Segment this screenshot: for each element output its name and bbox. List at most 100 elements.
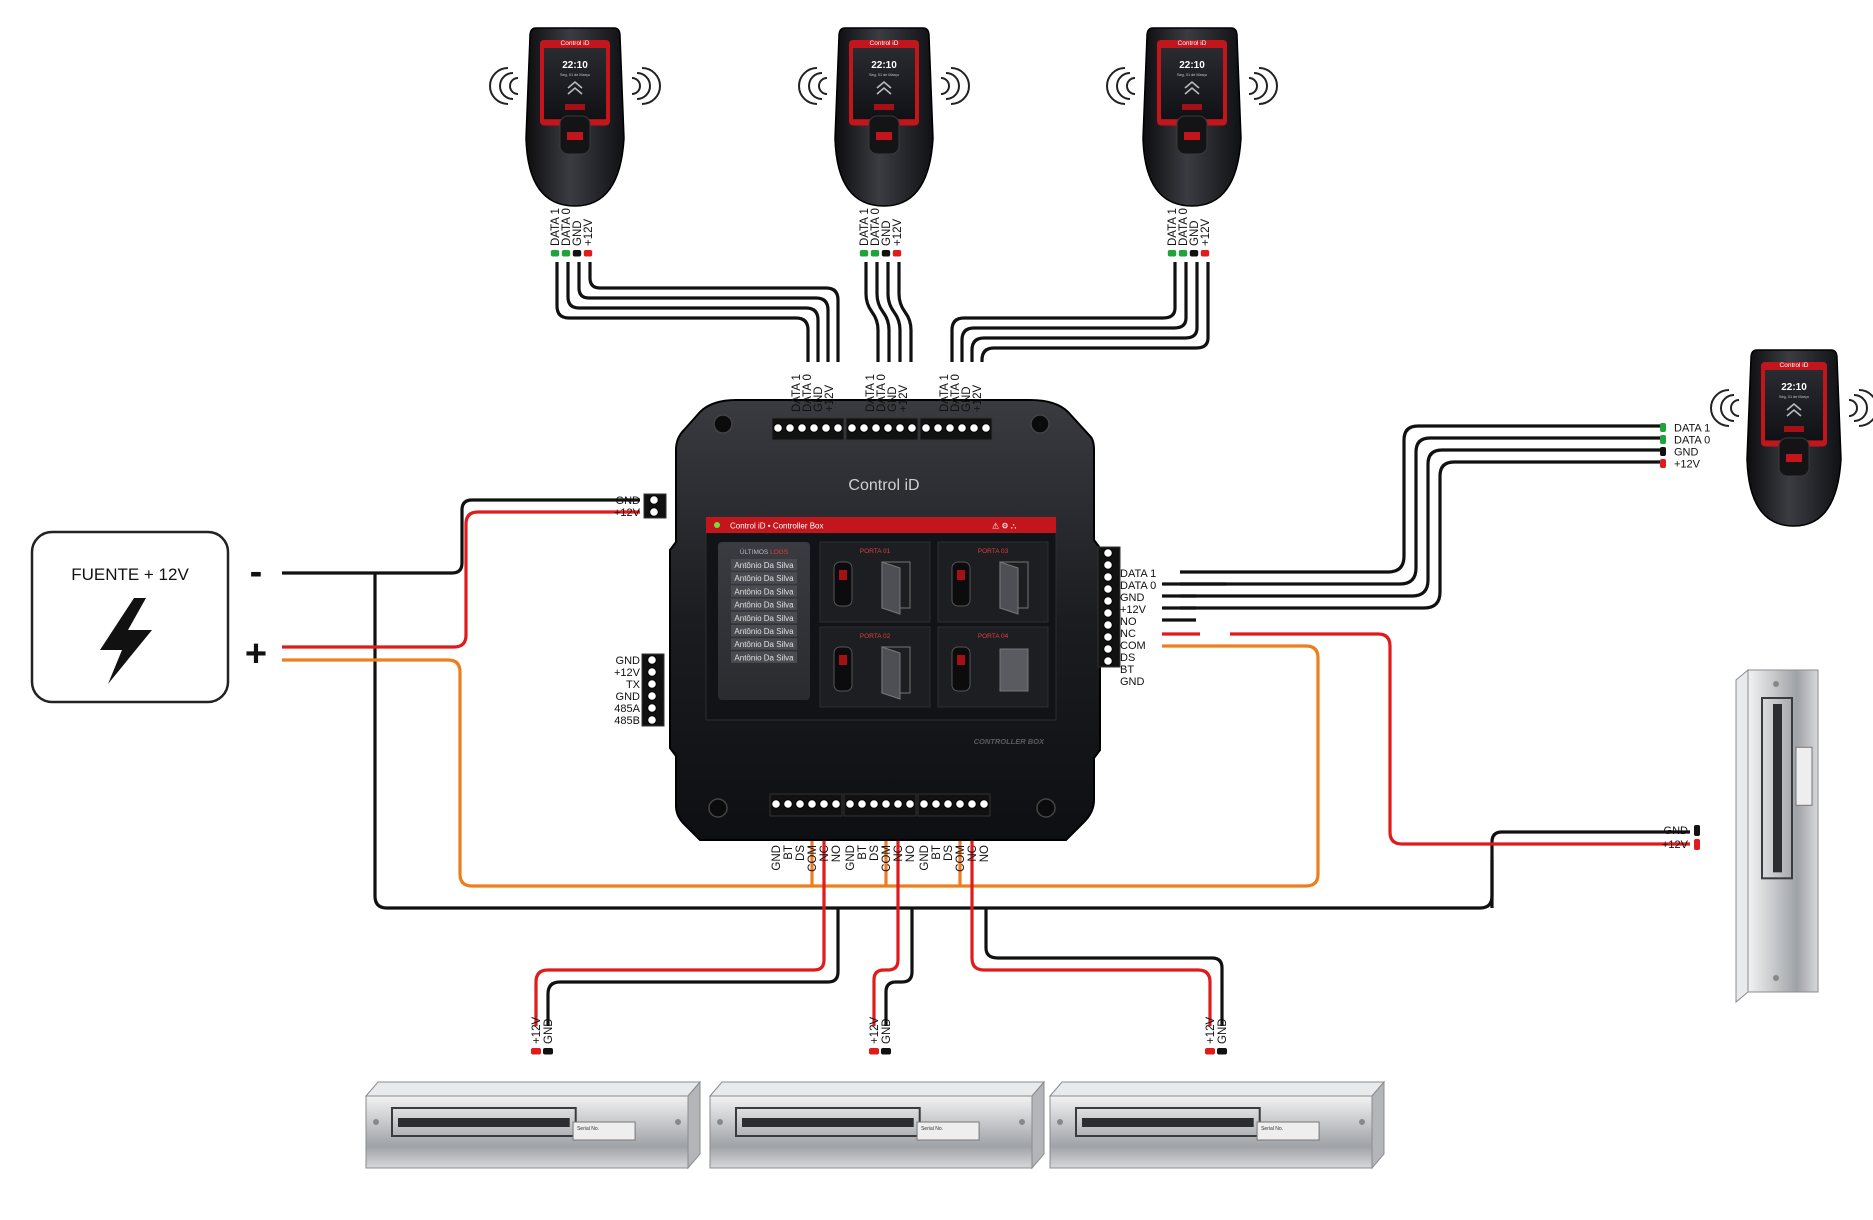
reader-chevron-icon	[567, 80, 583, 95]
bottom-terminal-label: DS	[943, 845, 955, 861]
wire-reader4-12v	[1180, 460, 1662, 610]
wire-nc2-red	[872, 840, 900, 1026]
terminal-screw	[871, 423, 881, 433]
bottom-terminal-label: NO	[979, 845, 991, 862]
terminal-screw	[831, 799, 841, 809]
logs-title: ÚLTIMOS LOGS	[740, 547, 789, 556]
wifi-signal-icon	[950, 67, 970, 105]
power-terminal-label: +12V	[614, 507, 641, 519]
top-terminal-label: +12V	[824, 384, 836, 412]
wire-color-tag	[1189, 250, 1199, 257]
lock-screw	[717, 1119, 723, 1125]
wire-color-tag	[561, 250, 571, 257]
terminal-screw	[981, 423, 991, 433]
terminal-screw	[795, 799, 805, 809]
terminal-screw	[931, 799, 941, 809]
wifi-signal-icon	[1116, 72, 1131, 100]
log-entry-bg	[731, 598, 797, 611]
terminal-screw	[647, 667, 657, 677]
reader-wire-label: DATA 0	[1674, 435, 1710, 447]
terminal-screw	[1103, 548, 1113, 558]
wire-reader1-12v	[588, 262, 840, 362]
reader-brand: Control iD	[1780, 362, 1809, 369]
terminal-screw	[833, 423, 843, 433]
terminal-screw	[905, 799, 915, 809]
bottom-terminal-label: BT	[931, 845, 943, 860]
lock-screw	[675, 1119, 681, 1125]
reader-wire-label: DATA 0	[870, 208, 882, 246]
wire-reader3-12v	[980, 262, 1210, 362]
screen-header-icons: ⚠ ⚙ ⛬	[992, 522, 1017, 531]
reader-wire-label: +12V	[892, 218, 904, 246]
magnetic-lock: Serial No.	[1048, 1080, 1386, 1170]
reader-button	[1182, 104, 1202, 110]
lock-plate	[1795, 746, 1813, 806]
controller-brand: Control iD	[848, 477, 919, 494]
terminal-screw	[943, 799, 953, 809]
wire-ground-bus	[373, 573, 1690, 910]
terminal-block	[917, 793, 991, 817]
reader-brand: Control iD	[561, 40, 590, 47]
wifi-signal-icon	[940, 77, 950, 95]
wire-reader1-gnd	[577, 262, 830, 362]
log-entry-bg	[731, 611, 797, 624]
top-terminal-label: DATA 0	[876, 374, 888, 412]
terminal-screw	[773, 423, 783, 433]
terminal-block	[769, 793, 843, 817]
terminal-screw	[649, 507, 659, 517]
wire-color-tag	[870, 250, 880, 257]
terminal-screw	[649, 495, 659, 505]
lock-screw	[373, 1119, 379, 1125]
top-terminal-label: DATA 0	[802, 374, 814, 412]
wire-reader3-data1	[950, 262, 1177, 362]
wire-reader4-data0	[1180, 436, 1662, 586]
wire-reader2-12v	[897, 262, 913, 362]
status-led	[714, 522, 720, 528]
terminal-screw	[969, 423, 979, 433]
reader-wire-label: +12V	[1200, 218, 1212, 246]
terminal-screw	[819, 799, 829, 809]
wire-color-tag	[1660, 459, 1666, 468]
door-label: PORTA 03	[978, 548, 1009, 555]
lock-coil	[398, 1118, 570, 1127]
wire-color-tag	[543, 1048, 553, 1055]
wire-lock1-gnd	[546, 908, 840, 1026]
top-terminal-label: GND	[887, 386, 899, 412]
log-entry: Antônio Da Silva	[734, 640, 794, 649]
serial-terminal-label: +12V	[614, 667, 641, 679]
lock-screw	[1019, 1119, 1025, 1125]
terminal-screw	[979, 799, 989, 809]
wire-color-tag	[1178, 250, 1188, 257]
wifi-signal-icon	[489, 67, 509, 105]
wifi-signal-icon	[1720, 394, 1735, 422]
door-reader-screen-icon	[957, 655, 965, 665]
wire-lock3-gnd	[984, 908, 1224, 1026]
terminal-screw	[797, 423, 807, 433]
magnetic-lock: Serial No.	[364, 1080, 702, 1170]
door-open-icon	[999, 561, 1019, 615]
right-terminal-label: NO	[1120, 616, 1137, 628]
terminal-blocks	[641, 417, 1121, 817]
reader-brand: Control iD	[870, 40, 899, 47]
door-reader-icon	[833, 646, 853, 692]
terminal-screw	[895, 423, 905, 433]
reader-clock: 22:10	[1179, 60, 1205, 71]
bottom-terminal-label: GND	[771, 845, 783, 871]
log-entry-bg	[731, 559, 797, 571]
lock-wire-label: GND	[543, 1018, 555, 1044]
top-terminal-label: DATA 1	[939, 374, 951, 412]
top-terminal-label: GND	[813, 386, 825, 412]
screen-header-bar	[706, 517, 1056, 533]
terminal-screw	[1103, 644, 1113, 654]
log-entry: Antônio Da Silva	[734, 614, 794, 623]
terminal-screw	[847, 423, 857, 433]
lock-coil	[1082, 1118, 1254, 1127]
bottom-terminal-label: NC	[967, 845, 979, 862]
wifi-signal-icon	[509, 77, 519, 95]
serial-terminal-label: 485A	[614, 703, 640, 715]
terminal-screw	[647, 703, 657, 713]
reader-clock: 22:10	[562, 60, 588, 71]
